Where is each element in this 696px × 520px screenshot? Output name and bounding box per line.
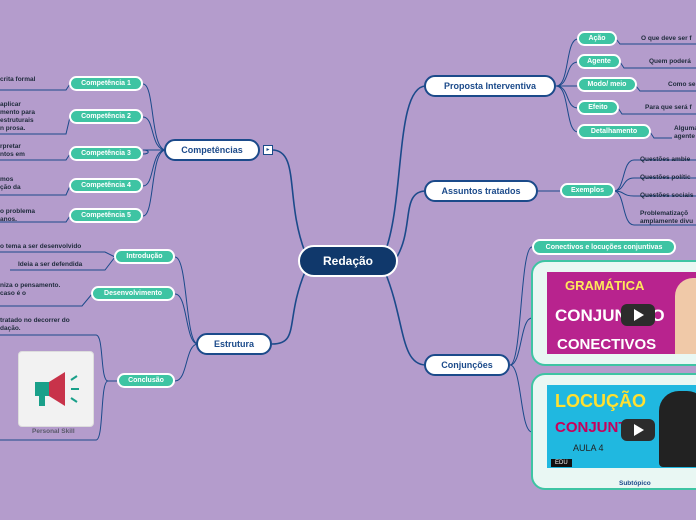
competencias-label: Competências [181, 145, 243, 155]
thumbnail-title-1: LOCUÇÃO [555, 391, 646, 411]
leaf-competencia-5-line1[interactable]: o problema [0, 208, 36, 215]
subtopic-label: Competência 5 [81, 212, 131, 219]
subtopic-label: Desenvolvimento [104, 290, 162, 297]
main-node-estrutura[interactable]: Estrutura [196, 333, 272, 355]
subtopic-label: Competência 3 [81, 150, 131, 157]
estrutura-label: Estrutura [213, 339, 254, 349]
megaphone-icon [35, 372, 79, 406]
leaf-introducao-ideia[interactable]: Ideia a ser defendida [18, 261, 83, 268]
presenter-figure [675, 278, 696, 354]
main-node-competencias[interactable]: Competências [164, 139, 260, 161]
leaf-conclusao-2[interactable]: dação. [0, 325, 21, 332]
subtopic-label: Efeito [588, 104, 608, 111]
leaf-competencia-2-line1[interactable]: aplicar [0, 101, 21, 108]
subtopic-label: Agente [587, 58, 611, 65]
subtopic-agente[interactable]: Agente [577, 54, 621, 69]
subtopic-desenvolvimento[interactable]: Desenvolvimento [91, 286, 175, 301]
leaf-modo-meio[interactable]: Como se [668, 81, 696, 88]
main-node-assuntos[interactable]: Assuntos tratados [424, 180, 538, 202]
leaf-desenvolvimento-2[interactable]: caso é o [0, 290, 27, 297]
subtopic-label: Competência 4 [81, 182, 131, 189]
leaf-detalhamento-2[interactable]: agente [674, 133, 695, 140]
leaf-competencia-5-line2[interactable]: anos. [0, 216, 17, 223]
youtube-edu-badge: EDU [551, 459, 572, 467]
subtopic-conectivos[interactable]: Conectivos e locuções conjuntivas [532, 239, 676, 255]
video-thumbnail: GRAMÁTICA CONJUNÇÃO CONECTIVOS [547, 272, 696, 354]
leaf-agente[interactable]: Quem poderá [649, 58, 691, 65]
subtopic-label: Conclusão [128, 377, 164, 384]
subtopic-label: Introdução [126, 253, 163, 260]
leaf-problematizacoes-2[interactable]: amplamente divu [640, 218, 694, 225]
leaf-competencia-2-line3[interactable]: estruturais [0, 117, 34, 124]
leaf-questoes-sociais[interactable]: Questões sociais [640, 192, 694, 199]
subtopic-conclusao[interactable]: Conclusão [117, 373, 175, 388]
subtopic-exemplos[interactable]: Exemplos [560, 183, 615, 198]
leaf-introducao-tema[interactable]: o tema a ser desenvolvido [0, 243, 82, 250]
leaf-acao[interactable]: O que deve ser f [641, 35, 692, 42]
video-card-conjuncao[interactable]: GRAMÁTICA CONJUNÇÃO CONECTIVOS [531, 260, 696, 366]
video-card-locucao[interactable]: LOCUÇÃO CONJUNTIVA AULA 4 EDU Subtópico [531, 373, 696, 490]
subtopic-detalhamento[interactable]: Detalhamento [577, 124, 651, 139]
leaf-competencia-4-line1[interactable]: mos [0, 176, 14, 183]
subtopic-introducao[interactable]: Introdução [114, 249, 175, 264]
subtopic-competencia-1[interactable]: Competência 1 [69, 76, 143, 91]
subtopic-efeito[interactable]: Efeito [577, 100, 619, 115]
subtopic-competencia-2[interactable]: Competência 2 [69, 109, 143, 124]
leaf-competencia-3-line1[interactable]: rpretar [0, 143, 21, 150]
leaf-problematizacoes-1[interactable]: Problematizaçõ [640, 210, 689, 217]
subtopic-acao[interactable]: Ação [577, 31, 617, 46]
subtopic-modo-meio[interactable]: Modo/ meio [577, 77, 637, 92]
leaf-detalhamento-1[interactable]: Alguma [674, 125, 696, 132]
root-node[interactable]: Redação [298, 245, 398, 277]
thumbnail-title-3: AULA 4 [573, 443, 604, 453]
subtopic-label: Detalhamento [590, 128, 638, 135]
subtopic-label: Modo/ meio [587, 81, 627, 88]
subtopic-label: Competência 1 [81, 80, 131, 87]
subtopic-label: Exemplos [570, 187, 605, 194]
subtopic-competencia-4[interactable]: Competência 4 [69, 178, 143, 193]
leaf-competencia-1[interactable]: crita formal [0, 76, 36, 83]
thumbnail-title-3: CONECTIVOS [557, 336, 657, 353]
collapse-toggle-icon[interactable]: ▸ [263, 145, 273, 155]
play-icon[interactable] [621, 304, 655, 326]
video-caption: Subtópico [619, 480, 651, 487]
main-node-proposta[interactable]: Proposta Interventiva [424, 75, 556, 97]
proposta-label: Proposta Interventiva [443, 81, 537, 91]
leaf-questoes-politicas[interactable]: Questões polític [640, 174, 691, 181]
main-node-conjuncoes[interactable]: Conjunções [424, 354, 510, 376]
conjuncoes-label: Conjunções [441, 360, 493, 370]
personal-skill-image-card[interactable] [18, 351, 94, 427]
leaf-competencia-4-line2[interactable]: ção da [0, 184, 21, 191]
leaf-questoes-ambientais[interactable]: Questões ambie [640, 156, 691, 163]
subtopic-competencia-5[interactable]: Competência 5 [69, 208, 143, 223]
root-label: Redação [322, 254, 374, 268]
subtopic-label: Conectivos e locuções conjuntivas [545, 243, 663, 251]
leaf-conclusao-1[interactable]: tratado no decorrer do [0, 317, 70, 324]
presenter-figure [659, 391, 696, 467]
leaf-competencia-2-line4[interactable]: n prosa. [0, 125, 26, 132]
assuntos-label: Assuntos tratados [441, 186, 521, 196]
leaf-competencia-2-line2[interactable]: mento para [0, 109, 36, 116]
play-icon[interactable] [621, 419, 655, 441]
subtopic-label: Competência 2 [81, 113, 131, 120]
leaf-desenvolvimento-1[interactable]: niza o pensamento. [0, 282, 61, 289]
subtopic-competencia-3[interactable]: Competência 3 [69, 146, 143, 161]
image-caption: Personal Skill [32, 428, 75, 435]
leaf-competencia-3-line2[interactable]: ntos em [0, 151, 25, 158]
subtopic-label: Ação [588, 35, 606, 42]
leaf-efeito[interactable]: Para que será f [645, 104, 692, 111]
thumbnail-title-1: GRAMÁTICA [565, 278, 645, 293]
